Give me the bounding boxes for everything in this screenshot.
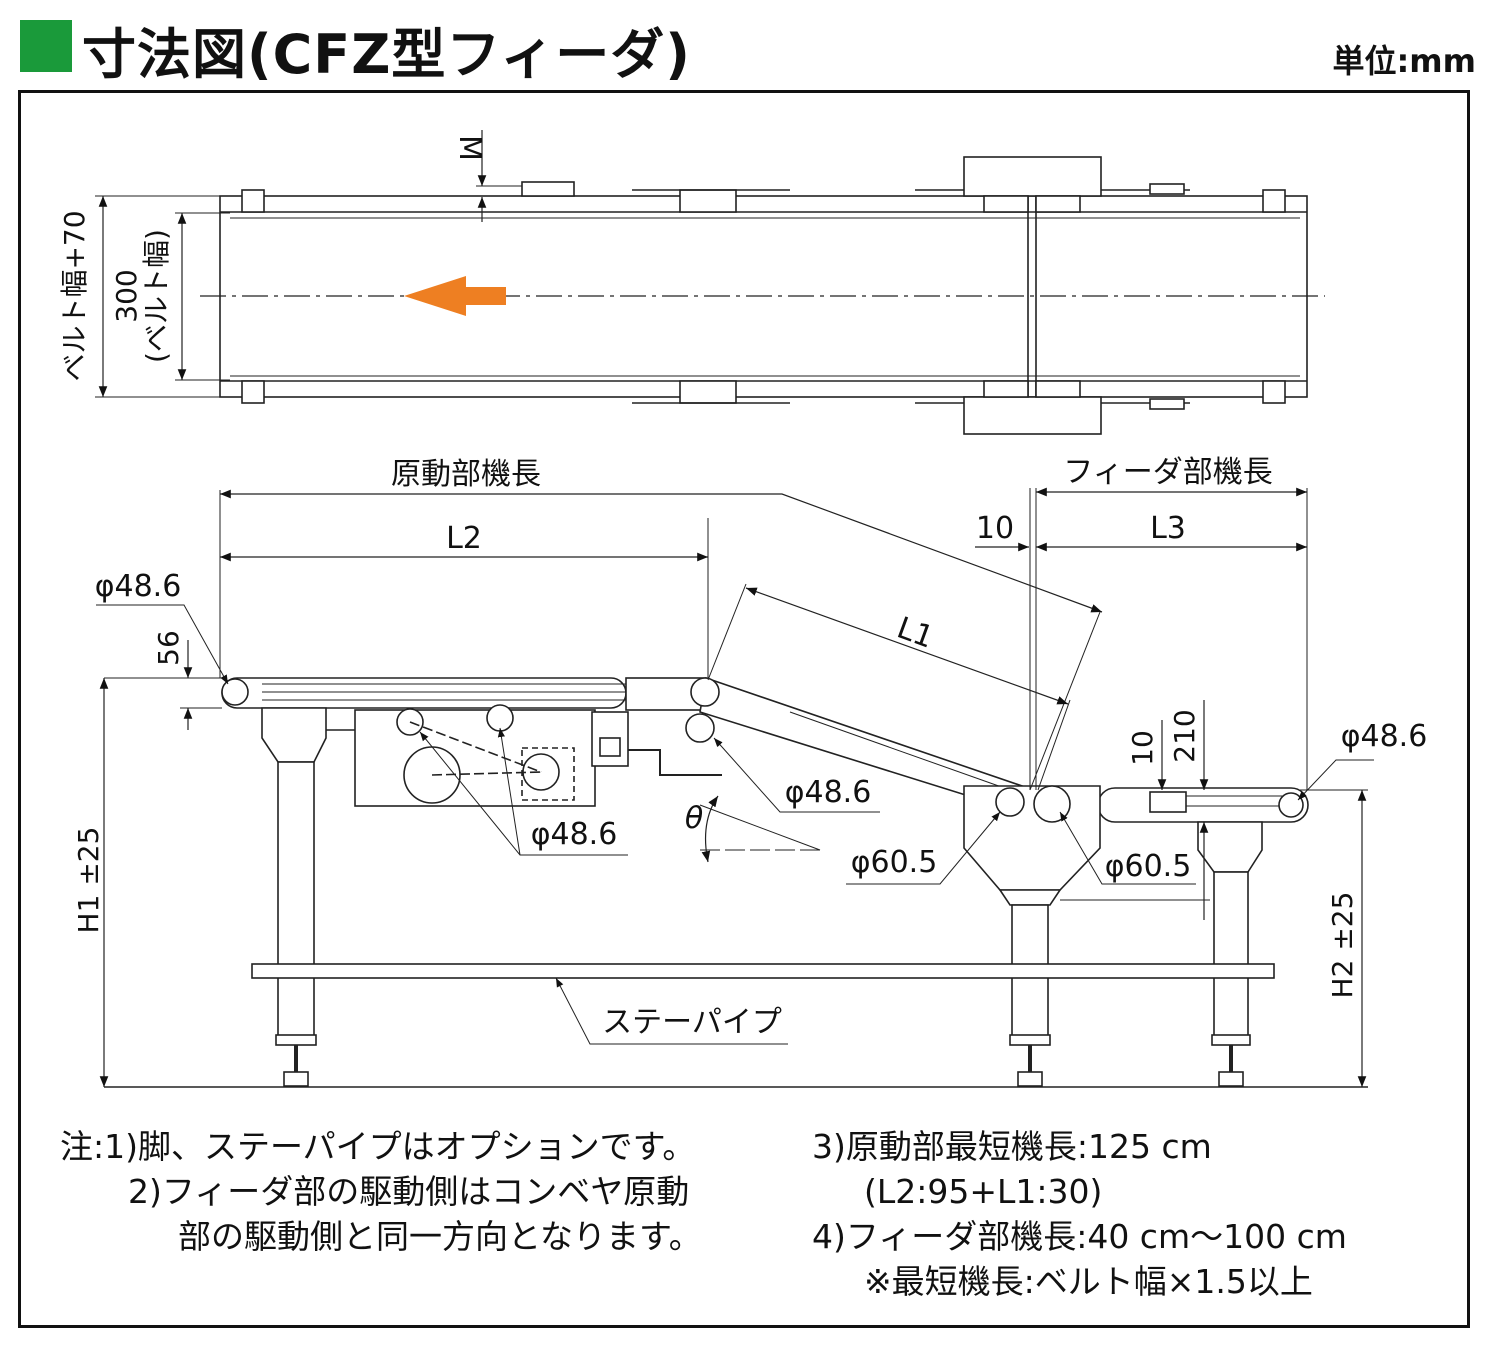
notes-left: 注:1)脚、ステーパイプはオプションです。 2)フィーダ部の駆動側はコンベヤ原動… (60, 1124, 702, 1259)
l1-label: L1 (892, 611, 938, 656)
pulley-left-label: φ48.6 (95, 569, 182, 604)
page-title: 寸法図(CFZ型フィーダ) (82, 23, 691, 86)
pulley-bend-right-label: φ60.5 (1105, 849, 1192, 884)
note-4-cont: ※最短機長:ベルト幅×1.5以上 (864, 1262, 1313, 1301)
side-view (96, 487, 1374, 1088)
note-3-cont: (L2:95+L1:30) (864, 1172, 1103, 1211)
dim-10-top-label: 10 (976, 511, 1014, 546)
dim-belt-width-value: 300 (110, 269, 143, 322)
l3-label: L3 (1150, 511, 1186, 546)
plan-view (95, 130, 1325, 435)
pulley-bend-left-label: φ60.5 (851, 845, 938, 880)
note-3: 3)原動部最短機長:125 cm (812, 1127, 1212, 1166)
stay-pipe-label: ステーパイプ (602, 1005, 782, 1040)
note-4: 4)フィーダ部機長:40 cm〜100 cm (812, 1217, 1347, 1256)
flow-direction-arrow (404, 276, 506, 316)
drive-length-label: 原動部機長 (391, 457, 541, 492)
header: 寸法図(CFZ型フィーダ) 単位:mm (18, 8, 1482, 86)
dim-210-label: 210 (1168, 709, 1201, 762)
l2-label: L2 (446, 521, 482, 556)
dim-m-label: M (452, 135, 487, 161)
note-2-cont: 部の駆動側と同一方向となります。 (178, 1217, 702, 1256)
pulley-mid-label: φ48.6 (785, 775, 872, 810)
drawing-frame (18, 90, 1470, 1328)
h1-label: H1 ±25 (72, 827, 105, 934)
theta-label: θ (685, 801, 703, 836)
pulley-drive-label: φ48.6 (531, 817, 618, 852)
dim-belt-width-note: (ベルト幅) (140, 229, 173, 363)
pulley-right-label: φ48.6 (1341, 719, 1428, 754)
title-marker (20, 20, 72, 72)
unit-label: 単位:mm (1332, 42, 1477, 80)
feeder-length-label: フィーダ部機長 (1063, 455, 1272, 490)
dim-56-label: 56 (152, 630, 185, 666)
dim-outer-width-label: ベルト幅+70 (58, 210, 91, 381)
notes-right: 3)原動部最短機長:125 cm (L2:95+L1:30) 4)フィーダ部機長… (812, 1124, 1347, 1304)
h2-label: H2 ±25 (1326, 892, 1359, 999)
note-2: 2)フィーダ部の駆動側はコンベヤ原動 (128, 1172, 690, 1211)
dim-10-right-label: 10 (1126, 730, 1159, 766)
note-1: 注:1)脚、ステーパイプはオプションです。 (60, 1127, 696, 1166)
